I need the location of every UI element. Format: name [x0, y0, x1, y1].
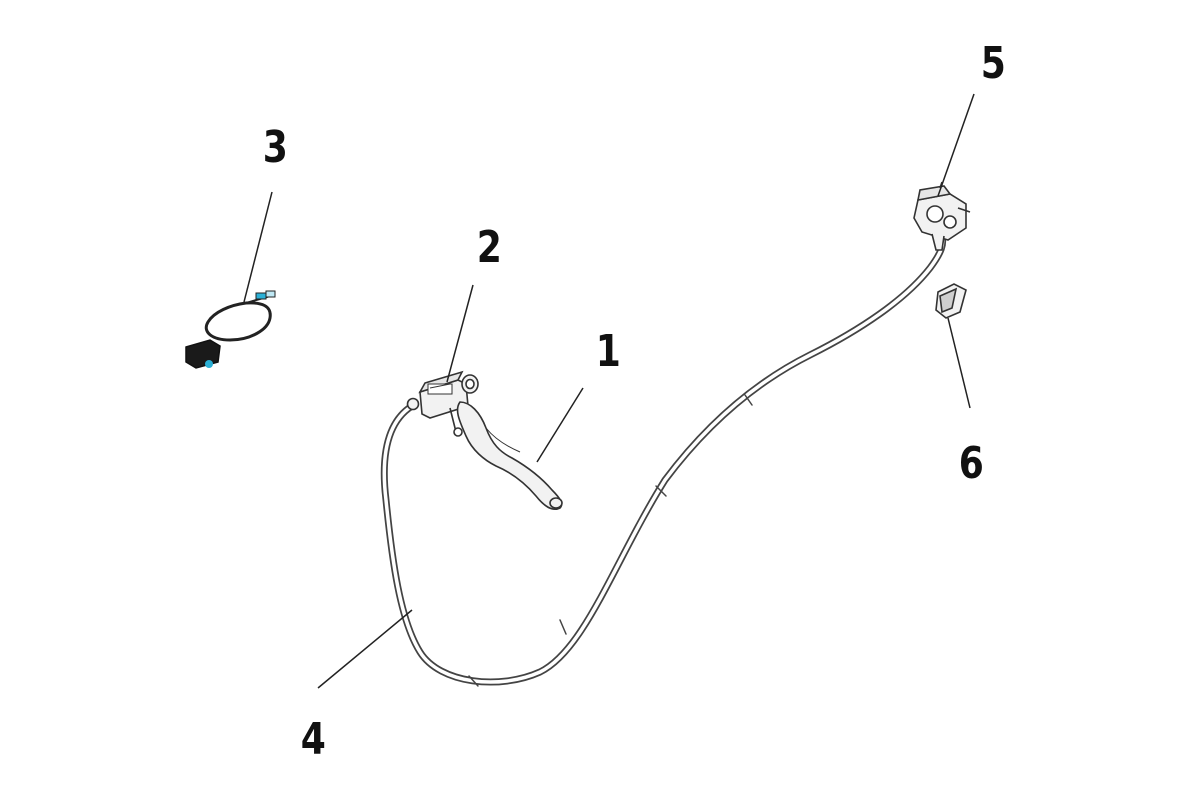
brake-lever	[456, 401, 563, 511]
brake-pads	[935, 283, 967, 319]
leader-lines	[243, 93, 975, 689]
brake-caliper	[913, 181, 971, 251]
callout-4: 4	[300, 714, 326, 765]
brake-light-switch	[185, 290, 276, 369]
callout-6: 6	[958, 438, 984, 489]
callout-5: 5	[980, 38, 1006, 89]
callout-3: 3	[262, 122, 288, 173]
callout-2: 2	[476, 222, 502, 273]
callout-1: 1	[595, 326, 621, 377]
brake-hose	[380, 232, 947, 687]
master-cylinder	[406, 370, 479, 437]
